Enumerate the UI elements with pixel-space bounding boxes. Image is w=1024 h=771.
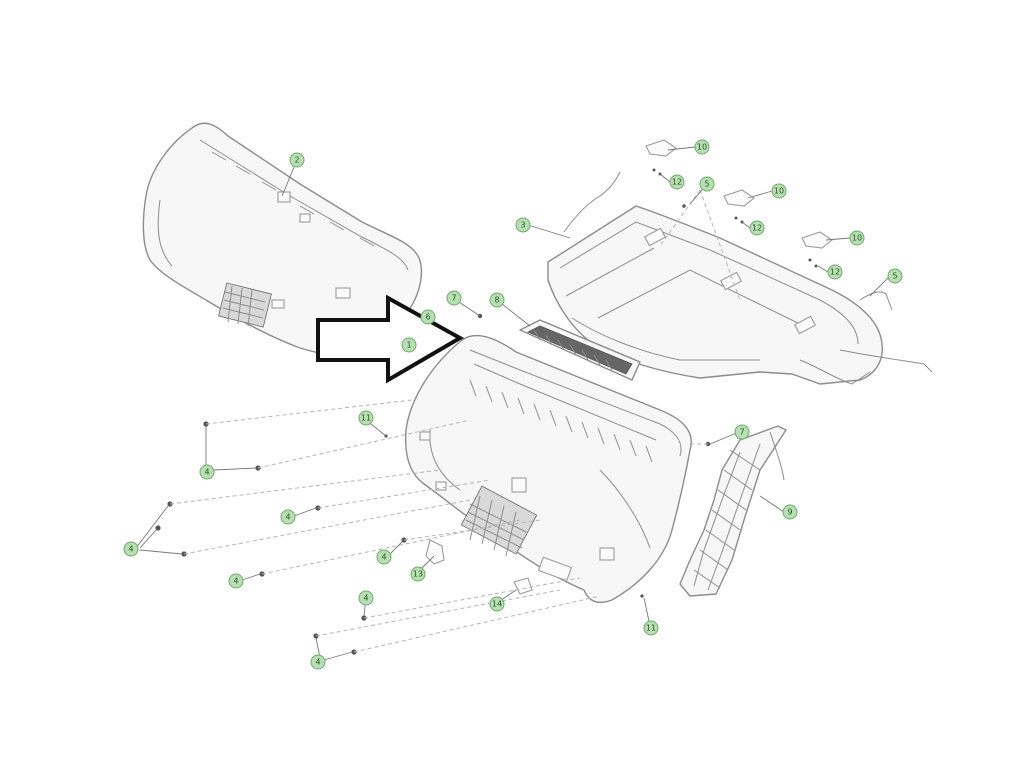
svg-text:9: 9: [787, 508, 792, 517]
callout-1: 1: [401, 337, 417, 353]
svg-text:1: 1: [406, 341, 411, 350]
svg-text:3: 3: [520, 221, 525, 230]
svg-text:5: 5: [704, 180, 709, 189]
svg-text:10: 10: [774, 187, 784, 196]
side-grille: [679, 425, 787, 597]
callout-3: 3: [515, 217, 531, 233]
callout-13: 13: [410, 566, 426, 582]
lower-trim-panel: [404, 334, 692, 604]
callout-bubbles: 2 3 10 12 5 10 12 10 12 5 7 8 6 1 11 7 9…: [123, 139, 903, 670]
callout-10: 10: [771, 183, 787, 199]
callout-7: 7: [446, 290, 462, 306]
callout-5: 5: [887, 268, 903, 284]
svg-text:4: 4: [204, 468, 209, 477]
callout-5: 5: [699, 176, 715, 192]
svg-text:11: 11: [361, 414, 371, 423]
svg-text:8: 8: [494, 296, 499, 305]
svg-text:4: 4: [128, 545, 133, 554]
svg-text:12: 12: [672, 178, 682, 187]
callout-4: 4: [228, 573, 244, 589]
callout-7: 7: [734, 424, 750, 440]
callout-12: 12: [827, 264, 843, 280]
callout-6: 6: [420, 309, 436, 325]
assembly-lines: [169, 399, 708, 653]
svg-text:12: 12: [830, 268, 840, 277]
upper-trim-panel: [142, 122, 423, 357]
svg-text:5: 5: [892, 272, 897, 281]
svg-text:10: 10: [697, 143, 707, 152]
svg-text:12: 12: [752, 224, 762, 233]
callout-4: 4: [123, 541, 139, 557]
svg-text:7: 7: [739, 428, 744, 437]
svg-text:13: 13: [413, 570, 423, 579]
callout-8: 8: [489, 292, 505, 308]
callout-12: 12: [749, 220, 765, 236]
callout-4: 4: [280, 509, 296, 525]
fasteners: [155, 204, 711, 655]
svg-text:2: 2: [294, 156, 299, 165]
callout-10: 10: [694, 139, 710, 155]
callout-11: 11: [358, 410, 374, 426]
svg-text:4: 4: [233, 577, 238, 586]
callout-4: 4: [199, 464, 215, 480]
callout-10: 10: [849, 230, 865, 246]
svg-text:7: 7: [451, 294, 456, 303]
callout-12: 12: [669, 174, 685, 190]
svg-text:14: 14: [492, 600, 502, 609]
brake-lamp-strip: [519, 319, 641, 381]
svg-text:4: 4: [363, 594, 368, 603]
svg-text:10: 10: [852, 234, 862, 243]
callout-2: 2: [289, 152, 305, 168]
svg-text:4: 4: [285, 513, 290, 522]
svg-text:11: 11: [646, 624, 656, 633]
callout-11: 11: [643, 620, 659, 636]
svg-text:6: 6: [425, 313, 430, 322]
callout-4: 4: [310, 654, 326, 670]
callout-4: 4: [358, 590, 374, 606]
callout-9: 9: [782, 504, 798, 520]
callout-14: 14: [489, 596, 505, 612]
svg-text:4: 4: [381, 553, 386, 562]
svg-text:4: 4: [315, 658, 320, 667]
courtesy-lamps: [645, 139, 833, 301]
callout-4: 4: [376, 549, 392, 565]
